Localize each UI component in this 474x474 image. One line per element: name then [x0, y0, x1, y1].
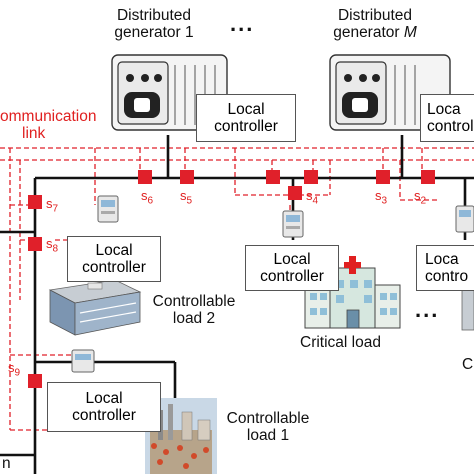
controller-load2-line1: Local	[95, 241, 133, 259]
generator-1-line2: generator 1	[114, 24, 194, 42]
generator-m-line2: generator M	[325, 24, 425, 41]
generator-1-illustration	[111, 54, 228, 131]
switch-label-s6: s6	[141, 188, 154, 207]
load-2-line2: load 2	[172, 310, 216, 328]
switch-s4[interactable]	[288, 186, 302, 200]
controller-genm-line2: controll	[427, 118, 474, 135]
local-controller-genm[interactable]: Loca controll	[420, 94, 474, 142]
load-2-label: Controllable load 2	[144, 293, 244, 328]
generator-1-label: Distributed generator 1	[105, 7, 203, 42]
local-controller-load2[interactable]: Local controller	[67, 236, 161, 282]
generator-m-line1: Distributed	[337, 7, 413, 24]
controller-gen1-line1: Local	[227, 100, 265, 118]
switch-s6[interactable]	[138, 170, 152, 184]
controller-critical-line1: Local	[273, 250, 311, 268]
building-load1	[145, 398, 217, 474]
controller-gen1-line2: controller	[214, 118, 278, 135]
switch-label-s8: s8	[46, 236, 59, 255]
switch-label-s4: s4	[306, 188, 319, 207]
critical-load-label: Critical load	[300, 334, 381, 351]
switch-label-s2: s2	[414, 188, 427, 207]
load-right-partial-label: C	[462, 356, 474, 373]
building-load2	[48, 279, 142, 336]
meter-critical	[282, 210, 304, 238]
controller-load1-line1: Local	[85, 389, 123, 407]
switches	[28, 170, 435, 388]
load-1-label: Controllable load 1	[218, 410, 318, 445]
switch-s8[interactable]	[28, 237, 42, 251]
switch-label-s9: s9	[8, 360, 21, 379]
generator-ellipsis: ...	[230, 11, 255, 36]
building-right-partial	[461, 289, 474, 331]
generator-1-line1: Distributed	[116, 7, 192, 24]
controller-load1-line2: controller	[72, 407, 136, 424]
local-controller-critical[interactable]: Local controller	[245, 245, 339, 291]
generator-m-line2-prefix: generator	[333, 24, 404, 42]
controller-critical-line2: controller	[260, 268, 324, 285]
communication-line1: ommunication	[0, 108, 97, 125]
controller-right-line1: Loca	[425, 250, 459, 268]
meter-load2	[97, 195, 119, 223]
switch-s3[interactable]	[376, 170, 390, 184]
switch-s4c[interactable]	[266, 170, 280, 184]
bottom-partial-label: n	[2, 455, 11, 472]
switch-label-s3: s3	[375, 188, 388, 207]
generator-m-label: Distributed generator M	[325, 7, 425, 42]
controller-right-line2: contro	[425, 268, 469, 285]
meters	[71, 195, 474, 373]
switch-label-s5: s5	[180, 188, 193, 207]
local-controller-gen1[interactable]: Local controller	[196, 94, 296, 142]
loads-ellipsis: ...	[415, 297, 440, 322]
meter-load1	[71, 349, 95, 373]
generator-m-italic: M	[403, 24, 417, 42]
switch-label-s7: s7	[46, 196, 59, 215]
switch-s5[interactable]	[180, 170, 194, 184]
load-1-line2: load 1	[246, 427, 290, 445]
local-controller-load1[interactable]: Local controller	[47, 382, 161, 432]
local-controller-right[interactable]: Loca contro	[416, 245, 474, 291]
communication-line2: link	[22, 125, 46, 143]
switch-s7[interactable]	[28, 195, 42, 209]
load-2-line1: Controllable	[152, 293, 236, 310]
controller-genm-line1: Loca	[427, 100, 461, 118]
controller-load2-line2: controller	[82, 259, 146, 276]
switch-s2[interactable]	[421, 170, 435, 184]
load-1-line1: Controllable	[226, 410, 310, 427]
meter-right	[455, 205, 474, 233]
communication-link-label: ommunication link	[0, 108, 97, 143]
switch-s4b[interactable]	[304, 170, 318, 184]
switch-s9[interactable]	[28, 374, 42, 388]
